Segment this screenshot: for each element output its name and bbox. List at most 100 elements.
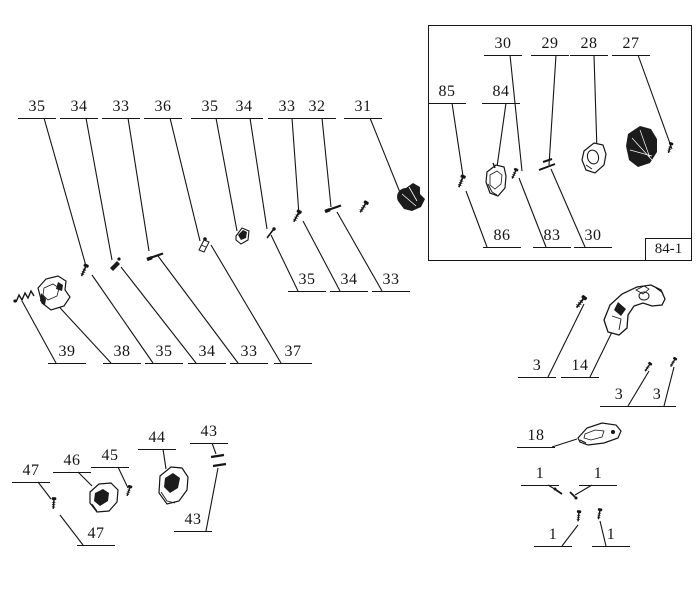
part-number: 86 [493,227,511,244]
part-number: 35 [155,343,173,360]
part-number: 34 [235,98,253,115]
part-callout: 37 [274,343,312,364]
part-bracket-35b [235,227,250,245]
part-screw-3b [642,360,654,374]
part-callout: 3 [600,386,638,407]
part-callout: 33 [268,98,306,119]
part-callout: 85 [428,83,466,104]
part-number: 39 [58,343,76,360]
part-callout: 33 [230,343,268,364]
part-callout: 83 [533,227,571,248]
part-spring-39 [13,289,35,303]
part-number: 3 [532,357,542,374]
part-bracket-84 [485,162,507,197]
leader-lines-lower [21,244,282,364]
part-callout: 43 [190,423,228,444]
part-screw-47 [50,496,58,510]
part-hinge-34a [110,257,121,271]
part-number: 35 [201,98,219,115]
part-callout: 14 [561,357,599,378]
leader-lines-bottom-left [37,442,219,546]
part-screw-3c [668,355,679,369]
part-clip-43 [210,453,227,468]
part-callout: 47 [12,462,50,483]
part-number: 27 [622,35,640,52]
leader-lines-top-left [43,117,402,267]
part-grommet-36 [198,237,210,253]
part-callout: 1 [521,465,559,486]
part-bracket-46 [89,482,119,513]
part-number: 34 [340,271,358,288]
part-number: 37 [284,343,302,360]
part-number: 14 [571,357,589,374]
part-screw-33b [290,208,304,224]
part-number: 33 [278,98,296,115]
leader-lines-right [547,303,675,547]
part-callout: 35 [18,98,56,119]
part-screw-35a [78,262,91,278]
part-callout: 3 [518,357,556,378]
part-callout: 35 [191,98,229,119]
part-callout: 47 [77,525,115,546]
part-number: 35 [28,98,46,115]
part-callout: 28 [570,35,608,56]
part-number: 3 [614,386,624,403]
part-number: 47 [87,525,105,542]
part-number: 44 [148,429,166,446]
part-screw-1c [575,509,583,523]
part-number: 1 [548,526,558,543]
part-screw-3a [573,293,589,311]
part-number: 1 [535,465,545,482]
part-number: 84 [492,83,510,100]
part-callout: 84 [482,83,520,104]
part-bracket-18 [577,422,622,446]
part-number: 31 [354,98,372,115]
part-callout: 86 [483,227,521,248]
part-number: 47 [22,462,40,479]
part-callout: 45 [91,447,129,468]
part-number: 45 [101,447,119,464]
part-number: 32 [308,98,326,115]
part-callout: 3 [638,386,676,407]
inset-corner-label-text: 84-1 [654,241,683,257]
part-callout: 18 [517,427,555,448]
part-number: 43 [200,423,218,440]
part-callout: 34 [225,98,263,119]
part-callout: 1 [579,465,617,486]
part-number: 30 [584,227,602,244]
part-screw-45 [124,483,134,498]
part-number: 34 [198,343,216,360]
part-callout: 39 [48,343,86,364]
part-number: 33 [382,271,400,288]
part-screw-31a [357,199,371,215]
part-callout: 44 [138,429,176,450]
part-callout: 33 [372,271,410,292]
part-callout: 38 [103,343,141,364]
part-number: 38 [113,343,131,360]
inset-box-frame [428,25,692,261]
part-screw-1d [595,507,604,521]
part-cover-27 [626,126,657,167]
part-callout: 43 [174,511,212,532]
part-callout: 34 [60,98,98,119]
inset-corner-label: 84-1 [645,238,692,261]
part-number: 46 [63,452,81,469]
part-number: 33 [240,343,258,360]
part-callout: 29 [531,35,569,56]
part-callout: 1 [534,526,572,547]
part-number: 43 [184,511,202,528]
leader-lines-mid [270,211,383,292]
part-number: 1 [593,465,603,482]
part-callout: 1 [592,526,630,547]
part-rod-34b [266,227,276,239]
part-number: 28 [580,35,598,52]
part-callout: 35 [288,271,326,292]
part-number: 33 [112,98,130,115]
part-callout: 30 [574,227,612,248]
part-callout: 34 [330,271,368,292]
part-number: 30 [494,35,512,52]
part-number: 34 [70,98,88,115]
part-callout: 34 [188,343,226,364]
part-number: 85 [438,83,456,100]
